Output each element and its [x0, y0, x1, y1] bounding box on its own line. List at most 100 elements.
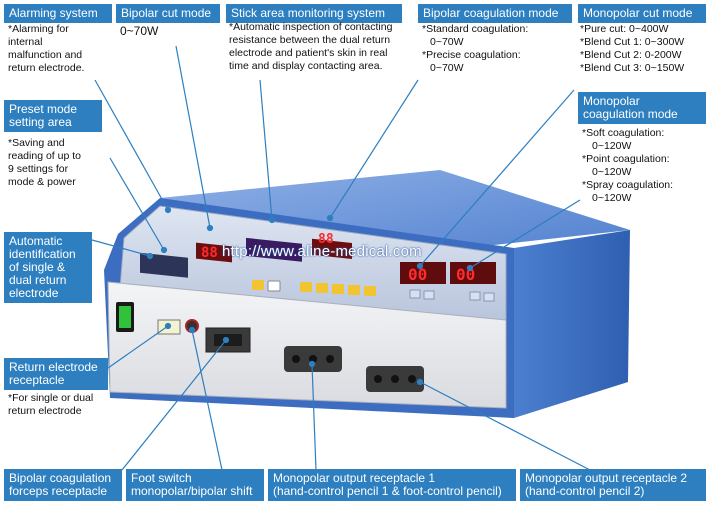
return-rec-title-line: Return electrode	[9, 360, 98, 374]
connector-foot-switch	[191, 329, 223, 471]
auto-identification-label: Automatic identification of single & dua…	[4, 232, 92, 303]
bipolar-cut-label: Bipolar cut mode	[116, 4, 220, 23]
monopolar-coag-display	[450, 262, 496, 284]
bipolar-display	[196, 242, 232, 263]
panel-button	[469, 291, 481, 301]
power-switch	[119, 306, 131, 328]
stick-area-desc: Automatic inspection of contacting resis…	[229, 21, 392, 73]
monopolar-output-1-label: Monopolar output receptacle 1 (hand-cont…	[268, 469, 516, 501]
preset-line: mode & power	[8, 176, 76, 188]
monopolar-coag-value: 0~120W	[592, 166, 632, 178]
monopolar-coag-title-line: coagulation mode	[583, 107, 678, 121]
preset-mode-label: Preset mode setting area	[4, 100, 102, 132]
foot-switch-label: Foot switch monopolar/bipolar shift	[126, 469, 264, 501]
connector-monopolar-coag	[469, 199, 581, 269]
bipolar-display-digits: 88	[201, 245, 218, 261]
bipolar-coag-desc: Standard coagulation: 0~70W Precise coag…	[422, 23, 528, 75]
alarming-line: internal	[8, 36, 43, 48]
monopolar-cut-item: Blend Cut 2: 0-200W	[580, 49, 684, 62]
alarming-system-label: Alarming system	[4, 4, 112, 23]
bipolar-coag-item: Precise coagulation:	[422, 49, 528, 62]
connector-preset	[109, 157, 165, 251]
stick-area-line: time and display contacting area.	[229, 60, 383, 72]
connector-alarming	[94, 79, 169, 211]
connector-stick-area	[259, 79, 273, 221]
monopolar-cut-label: Monopolar cut mode	[578, 4, 706, 23]
preset-title-line: setting area	[9, 115, 72, 129]
mono-out2-line: Monopolar output receptacle 2	[525, 471, 688, 485]
panel-button	[300, 282, 312, 292]
stick-area-line: electrode and patient's skin in real	[229, 47, 388, 59]
bipolar-coag-item: Standard coagulation:	[422, 23, 528, 36]
foot-switch-line: monopolar/bipolar shift	[131, 484, 253, 498]
return-rec-line: return electrode	[8, 405, 82, 417]
connector-bipolar-forceps	[121, 339, 227, 471]
connector-mono-out2	[419, 381, 591, 471]
bipolar-coag-value: 0~70W	[430, 62, 464, 74]
connector-bipolar-cut	[175, 45, 211, 229]
monopolar-display-digits: 00	[408, 265, 427, 284]
preset-mode-desc: Saving and reading of up to 9 settings f…	[8, 137, 81, 189]
return-rec-line: For single or dual	[8, 392, 93, 405]
connector-mono-out1	[311, 363, 317, 471]
monopolar-cut-item: Pure cut: 0~400W	[580, 23, 684, 36]
stick-area-label: Stick area monitoring system	[226, 4, 402, 23]
return-rec-title-line: receptacle	[9, 373, 65, 387]
mono-out1-line: Monopolar output receptacle 1	[273, 471, 436, 485]
bipolar-coag-display-digits: 88	[318, 232, 334, 247]
auto-ident-line: identification	[9, 247, 76, 261]
monopolar-cut-item: Blend Cut 1: 0~300W	[580, 36, 684, 49]
auto-ident-line: electrode	[9, 286, 59, 300]
monopolar-coag-item: Spray coagulation:	[582, 179, 673, 192]
stick-area-line: resistance between the dual return	[229, 34, 391, 46]
monopolar-coag-item: Point coagulation:	[582, 153, 673, 166]
mono-out2-line: (hand-control pencil 2)	[525, 484, 645, 498]
bipolar-forceps-line: Bipolar coagulation	[9, 471, 112, 485]
return-electrode-desc: For single or dual return electrode	[8, 392, 93, 418]
panel-button	[348, 285, 360, 295]
panel-button	[423, 290, 435, 300]
panel-button	[252, 280, 264, 290]
alarming-system-desc: Alarming for internal malfunction and re…	[8, 23, 84, 75]
connector-auto-ident	[91, 239, 151, 257]
stick-area-line: Automatic inspection of contacting	[229, 21, 392, 34]
bipolar-coag-value: 0~70W	[430, 36, 464, 48]
panel-button	[364, 286, 376, 296]
monopolar-display	[400, 262, 446, 284]
alarming-line: malfunction and	[8, 49, 83, 61]
connector-monopolar-cut	[419, 89, 575, 267]
return-electrode-label: Return electrode receptacle	[4, 358, 108, 390]
bipolar-coag-display	[312, 238, 352, 259]
panel-button	[267, 280, 281, 292]
preset-line: Saving and	[8, 137, 81, 150]
watermark-url: http://www.aline-medical.com	[222, 243, 422, 260]
auto-ident-line: dual return	[9, 273, 67, 287]
monopolar-coag-value: 0~120W	[592, 192, 632, 204]
mono-out1-line: (hand-control pencil 1 & foot-control pe…	[273, 484, 502, 498]
panel-button	[332, 284, 344, 294]
foot-switch-line: Foot switch	[131, 471, 192, 485]
preset-display	[140, 252, 188, 278]
bipolar-cut-value: 0~70W	[120, 24, 159, 38]
monopolar-coag-desc: Soft coagulation: 0~120W Point coagulati…	[582, 127, 673, 205]
monopolar-output-2-label: Monopolar output receptacle 2 (hand-cont…	[520, 469, 706, 501]
alarming-line: Alarming for	[8, 23, 84, 36]
monopolar-coag-item: Soft coagulation:	[582, 127, 673, 140]
auto-ident-line: Automatic	[9, 234, 63, 248]
panel-button	[483, 292, 495, 302]
monopolar-cut-item: Blend Cut 3: 0~150W	[580, 62, 684, 75]
preset-line: reading of up to	[8, 150, 81, 162]
monopolar-coag-label: Monopolar coagulation mode	[578, 92, 706, 124]
monopolar-coag-title-line: Monopolar	[583, 94, 640, 108]
connector-return-rec	[107, 325, 169, 369]
bipolar-forceps-label: Bipolar coagulation forceps receptacle	[4, 469, 122, 501]
monopolar-coag-value: 0~120W	[592, 140, 632, 152]
bipolar-coag-label: Bipolar coagulation mode	[418, 4, 572, 23]
panel-button	[409, 289, 421, 299]
panel-button	[316, 283, 328, 293]
preset-title-line: Preset mode	[9, 102, 78, 116]
device-side	[514, 230, 630, 418]
preset-line: 9 settings for	[8, 163, 69, 175]
